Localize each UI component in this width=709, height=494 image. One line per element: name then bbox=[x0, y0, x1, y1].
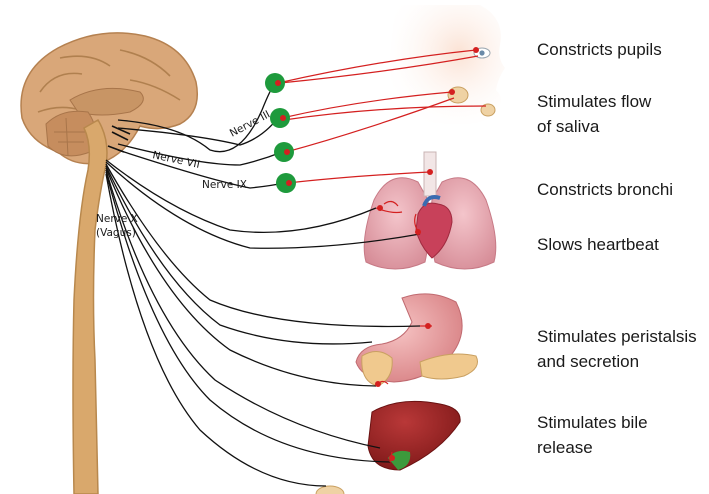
bottom-organ bbox=[316, 486, 344, 494]
nerve-x-label: Nerve X (Vagus) bbox=[96, 212, 138, 240]
ganglion-ix bbox=[276, 173, 296, 193]
effect-peristalsis: Stimulates peristalsis and secretion bbox=[537, 324, 697, 374]
effect-bile-release: Stimulates bile release bbox=[537, 410, 648, 460]
effect-constricts-bronchi: Constricts bronchi bbox=[537, 177, 673, 202]
brain bbox=[21, 33, 197, 164]
effect-saliva-flow: Stimulates flow of saliva bbox=[537, 89, 651, 139]
effect-slows-heartbeat: Slows heartbeat bbox=[537, 232, 659, 257]
ganglion-iii bbox=[265, 73, 285, 93]
stomach bbox=[356, 294, 478, 386]
effect-constricts-pupils: Constricts pupils bbox=[537, 37, 662, 62]
nerve-ix-label: Nerve IX bbox=[202, 179, 247, 191]
spinal-cord bbox=[73, 120, 107, 494]
liver bbox=[368, 401, 460, 470]
ganglion-vii-pterygopalatine bbox=[270, 108, 290, 128]
nerve-iii-label: Nerve III bbox=[228, 108, 272, 139]
ganglion-vii-submandibular bbox=[274, 142, 294, 162]
